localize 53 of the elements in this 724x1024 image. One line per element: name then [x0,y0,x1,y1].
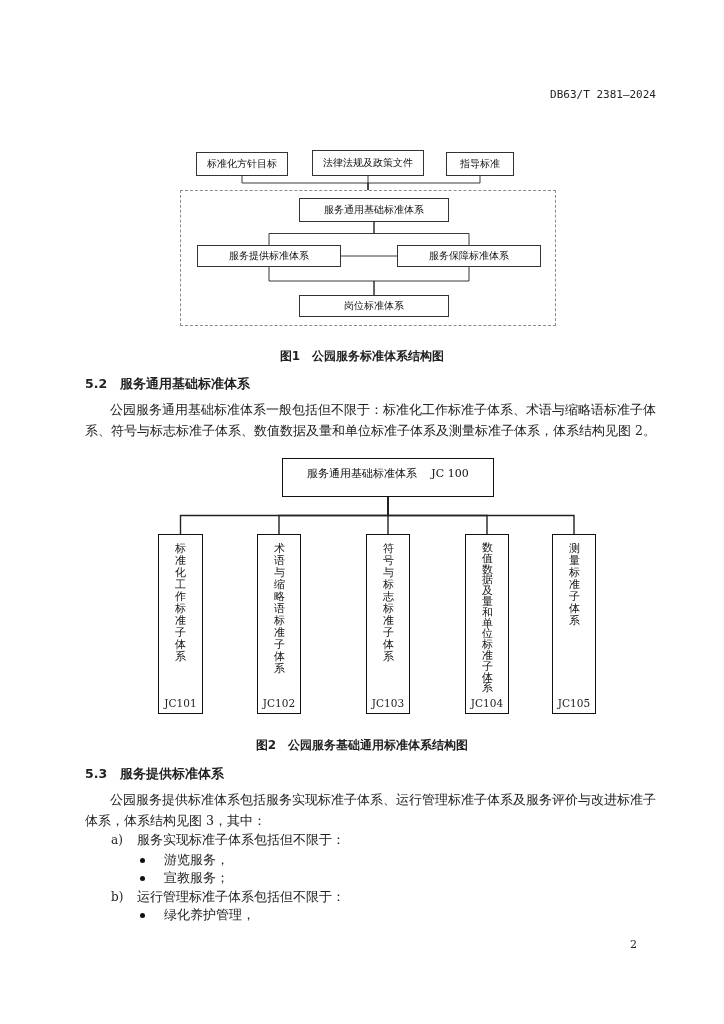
paragraph: 公园服务提供标准体系包括服务实现标准子体系、运行管理标准子体系及服务评价与改进标准子体系，体系结构见图 3，其中： [85,791,656,830]
subsystem-box [257,534,301,714]
subsystem-box [366,534,410,714]
category-box [312,150,424,176]
subsystem-box [465,534,509,714]
vertical-label: 测量标准子体系 [568,542,580,626]
section-heading: 5.2 服务通用基础标准体系 [85,375,251,393]
box-label: 服务通用基础标准体系 [307,467,418,481]
list-item: 服务实现标准子体系包括但不限于： [137,831,345,849]
list-item: 绿化养护管理， [164,906,255,924]
connector-line [373,221,470,246]
vertical-label: 术语与缩略语标准子体系 [273,542,285,674]
connector-line [340,255,398,257]
vertical-label: 标准化工作标准子体系 [175,542,186,662]
page-number: 2 [630,937,637,953]
page-header: DB63/T 2381—2024 [549,87,656,103]
subsystem-box [552,534,596,714]
code-label: JC105 [557,697,591,709]
category-box [196,152,288,176]
category-box [446,152,514,176]
category-box [299,295,449,317]
root-box [282,458,494,497]
box-label: 法律法规及政策文件 [323,157,413,169]
vertical-label: 数值数据及量和单位标准子体系 [481,542,493,694]
list-marker: b) [111,889,124,906]
box-label: 指导标准 [460,158,500,170]
list-item: 游览服务， [164,851,229,869]
code-label: JC102 [262,697,296,709]
section-heading: 5.3 服务提供标准体系 [85,765,225,783]
box-label: 岗位标准体系 [344,300,404,312]
list-item: 运行管理标准子体系包括但不限于： [137,888,345,906]
box-label: 服务提供标准体系 [229,250,309,262]
connector-line [387,496,575,535]
code-label: JC 100 [431,467,469,481]
category-box [299,198,449,222]
subsystem-box [158,534,203,714]
category-box [397,245,541,267]
dashed-frame [180,190,556,326]
list-item: 宣教服务； [164,869,229,887]
list-marker: a) [111,832,123,849]
code-label: JC101 [164,697,197,709]
connector-line [367,175,481,191]
code-label: JC103 [371,697,405,709]
connector-line [373,266,470,296]
box-label: 服务保障标准体系 [429,250,509,262]
code-label: JC104 [470,697,504,709]
box-label: 服务通用基础标准体系 [324,204,424,216]
figure-caption: 图1 公园服务标准体系结构图 [278,348,446,365]
figure-caption: 图2 公园服务基础通用标准体系结构图 [254,737,470,754]
category-box [197,245,341,267]
paragraph: 公园服务通用基础标准体系一般包括但不限于：标准化工作标准子体系、术语与缩略语标准子体系、符号与标志标准子体系、数值数据及量和单位标准子体系及测量标准子体系，体系结构见图 2。 [85,401,656,440]
box-label: 标准化方针目标 [207,158,277,170]
vertical-label: 符号与标志标准子体系 [382,542,394,662]
